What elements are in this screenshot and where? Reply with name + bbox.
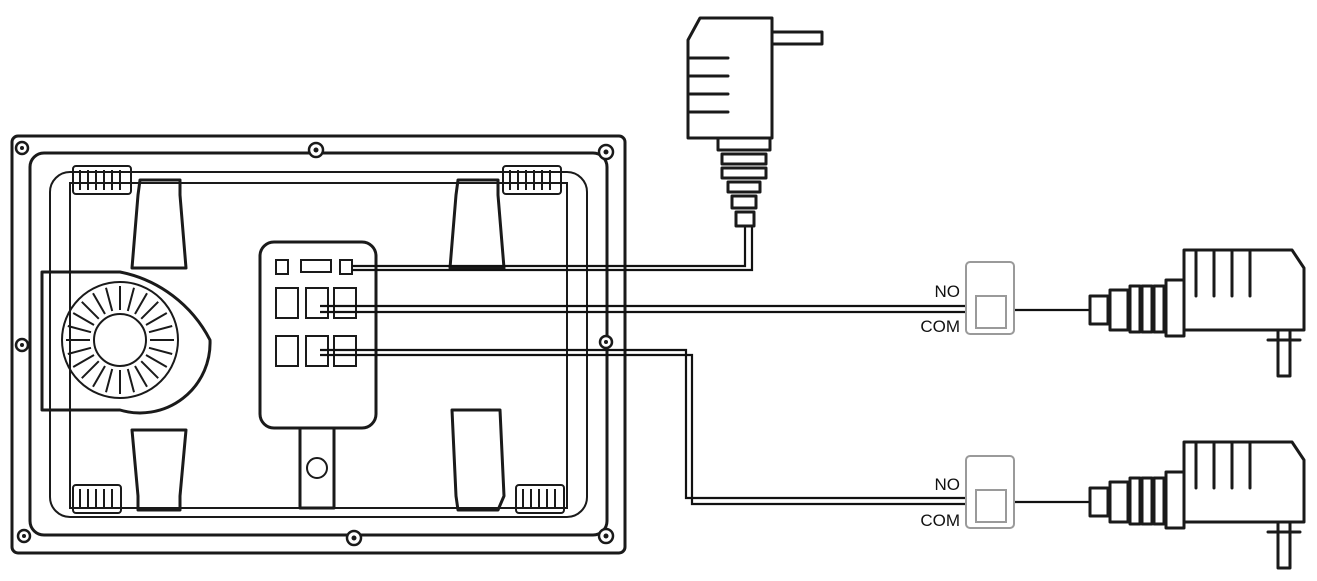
bracket-bottom-right: [450, 408, 506, 512]
screw-top-right: [597, 143, 615, 161]
screw-mid-left: [14, 337, 30, 353]
speaker-grille-slot: [105, 287, 114, 312]
speaker-grille-slot: [92, 365, 106, 388]
screw-bottom-right: [597, 527, 615, 545]
relay2-com-wire: [320, 353, 966, 506]
speaker-grille-slot: [126, 287, 135, 312]
speaker-grille-slot: [145, 312, 168, 326]
speaker-grille-slot: [148, 325, 173, 334]
bracket-bottom-left: [130, 428, 188, 512]
monitor-rim: [49, 171, 588, 518]
connector-grid: [275, 287, 357, 367]
speaker-grille-slot: [134, 365, 148, 388]
bracket-top-left: [130, 178, 188, 270]
lock-power-adapter-icon-2: [1088, 440, 1306, 570]
relay-1-no-label: NO: [935, 282, 961, 301]
speaker-grille-slot: [81, 301, 100, 320]
connector-header: [300, 259, 332, 273]
vent-bottom-left: [72, 484, 122, 514]
power-adapter-icon: [686, 16, 824, 228]
power-wire-a: [352, 226, 747, 268]
screw-top-left: [14, 140, 30, 156]
speaker-grille-slot: [140, 360, 159, 379]
vent-top-right: [502, 165, 562, 195]
speaker-grille-slot: [134, 292, 148, 315]
monitor-back-panel: [10, 134, 627, 555]
monitor-outer-frame: [10, 134, 627, 555]
relay-1: NO COM: [920, 261, 1015, 336]
speaker-icon: [40, 270, 212, 415]
speaker-grille-slot: [72, 312, 95, 326]
speaker-grille-slot: [140, 301, 159, 320]
relay2-no-wire: [320, 348, 966, 500]
connector-pin: [339, 259, 353, 275]
vent-top-left: [72, 165, 132, 195]
relay-2-com-label: COM: [920, 511, 960, 530]
bracket-top-right: [448, 178, 506, 270]
speaker-grille-slot: [81, 360, 100, 379]
speaker-grille-slot: [126, 368, 135, 393]
speaker-grille-slot: [67, 325, 92, 334]
relay-1-com-label: COM: [920, 317, 960, 336]
wires: [320, 226, 1090, 506]
relay-2: NO COM: [920, 455, 1015, 530]
speaker-grille-slot: [145, 354, 168, 368]
lock-power-adapter-icon: [1088, 248, 1306, 378]
connector-pin: [275, 259, 289, 275]
relay-2-no-label: NO: [935, 475, 961, 494]
screw-bottom-left: [16, 528, 32, 544]
speaker-grille-slot: [148, 346, 173, 355]
speaker-grille-slot: [67, 346, 92, 355]
screw-bottom-mid: [345, 529, 363, 547]
screw-mid-right: [598, 334, 614, 350]
speaker-grille-slot: [72, 354, 95, 368]
vent-bottom-right: [515, 484, 565, 514]
power-wire-b: [352, 226, 754, 272]
speaker-grille-slot: [92, 292, 106, 315]
screw-top-mid: [307, 141, 325, 159]
speaker-grille-slot: [105, 368, 114, 393]
terminal-block: [258, 240, 378, 510]
